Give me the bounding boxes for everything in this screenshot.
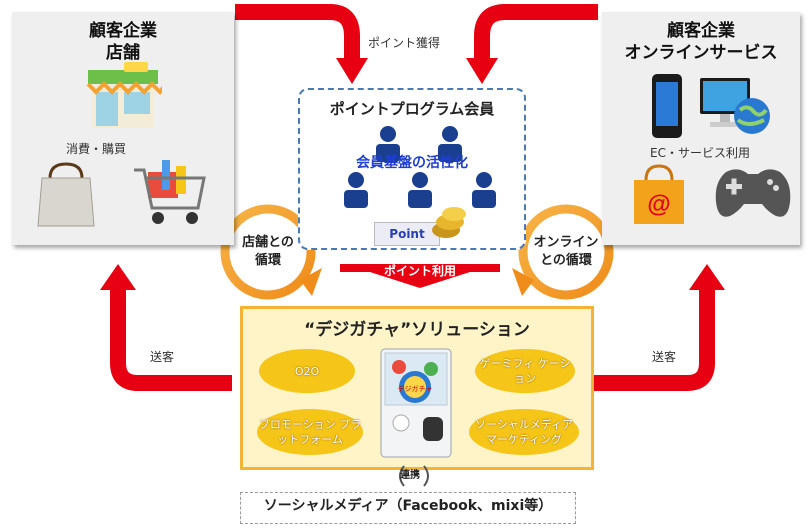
cycle-left-line2: 循環 xyxy=(254,253,281,268)
email-bag-icon: @ xyxy=(634,164,684,224)
shopping-cart-icon xyxy=(134,160,206,224)
right-panel-caption: EC・サービス利用 xyxy=(650,146,750,160)
svg-text:@: @ xyxy=(647,191,670,218)
member-people-icons xyxy=(344,126,496,208)
shop-icon xyxy=(86,62,162,128)
point-earn-label: ポイント獲得 xyxy=(368,36,441,50)
member-box-title: ポイントプログラム会員 xyxy=(329,100,495,118)
left-panel-title-line1: 顧客企業 xyxy=(89,21,157,41)
solution-item-social-media-marketing: ソーシャルメディア マーケティング xyxy=(469,409,579,455)
right-panel-title-line1: 顧客企業 xyxy=(667,21,735,41)
point-card: Point xyxy=(374,222,440,246)
cycle-right-label: オンライン との循環 xyxy=(522,234,610,270)
cycle-right-arrowhead xyxy=(512,268,534,296)
left-panel-caption: 消費・購買 xyxy=(66,142,127,156)
arrow-point-earn-left xyxy=(235,3,360,60)
cycle-left-line1: 店舗との xyxy=(242,235,294,250)
point-use-label: ポイント利用 xyxy=(383,264,456,278)
left-panel-store: 顧客企業 店舗 消費・購買 xyxy=(12,12,234,245)
gamepad-icon xyxy=(715,169,791,217)
cycle-right-line1: オンライン xyxy=(533,235,599,250)
arrow-send-right-head xyxy=(689,264,725,290)
arrow-point-earn-left-head xyxy=(336,58,368,84)
social-media-label: ソーシャルメディア（Facebook、mixi等） xyxy=(263,498,553,514)
arrow-point-earn-right-head xyxy=(466,58,498,84)
point-card-label: Point xyxy=(389,227,425,241)
globe-icon xyxy=(734,98,770,134)
link-circle-icon xyxy=(399,465,429,487)
right-panel-title-line2: オンラインサービス xyxy=(624,43,778,63)
solution-box: “デジガチャ”ソリューション O2O ゲーミフィ ケーション プロモーション プ… xyxy=(240,306,594,470)
coins-icon xyxy=(432,207,466,238)
solution-item-promotion-platform: プロモーション プラットフォーム xyxy=(257,409,363,455)
arrow-send-left-head xyxy=(100,264,136,290)
shopping-bag-icon xyxy=(37,162,95,227)
social-media-box: ソーシャルメディア（Facebook、mixi等） xyxy=(240,492,576,524)
cycle-right-ring xyxy=(518,204,614,300)
arrow-point-use xyxy=(340,264,500,288)
cycle-left-arrowhead xyxy=(300,268,322,296)
arrow-send-right xyxy=(590,285,715,391)
member-box-subtitle: 会員基盤の活性化 xyxy=(356,155,468,171)
right-panel-online: 顧客企業 オンラインサービス EC・サービス利用 @ xyxy=(602,12,800,245)
gacha-machine-icon: デジガチャ xyxy=(380,348,452,458)
arrow-send-left xyxy=(110,285,232,391)
cycle-left-ring xyxy=(220,204,316,300)
link-label: 連携 xyxy=(400,470,420,481)
solution-item-o2o: O2O xyxy=(259,349,355,393)
left-panel-title-line2: 店舗 xyxy=(106,43,140,63)
smartphone-icon xyxy=(652,74,682,138)
send-right-label: 送客 xyxy=(652,350,677,364)
cycle-left-label: 店舗との 循環 xyxy=(226,234,310,270)
arrow-point-earn-right xyxy=(474,3,598,60)
solution-title: “デジガチャ”ソリューション xyxy=(304,320,530,340)
solution-item-gamification: ゲーミフィ ケーション xyxy=(475,349,575,393)
send-left-label: 送客 xyxy=(150,350,175,364)
member-program-box: ポイントプログラム会員 会員基盤の活性化 Point xyxy=(298,88,526,250)
svg-text:デジガチャ: デジガチャ xyxy=(398,384,433,393)
cycle-right-line2: との循環 xyxy=(540,253,592,268)
